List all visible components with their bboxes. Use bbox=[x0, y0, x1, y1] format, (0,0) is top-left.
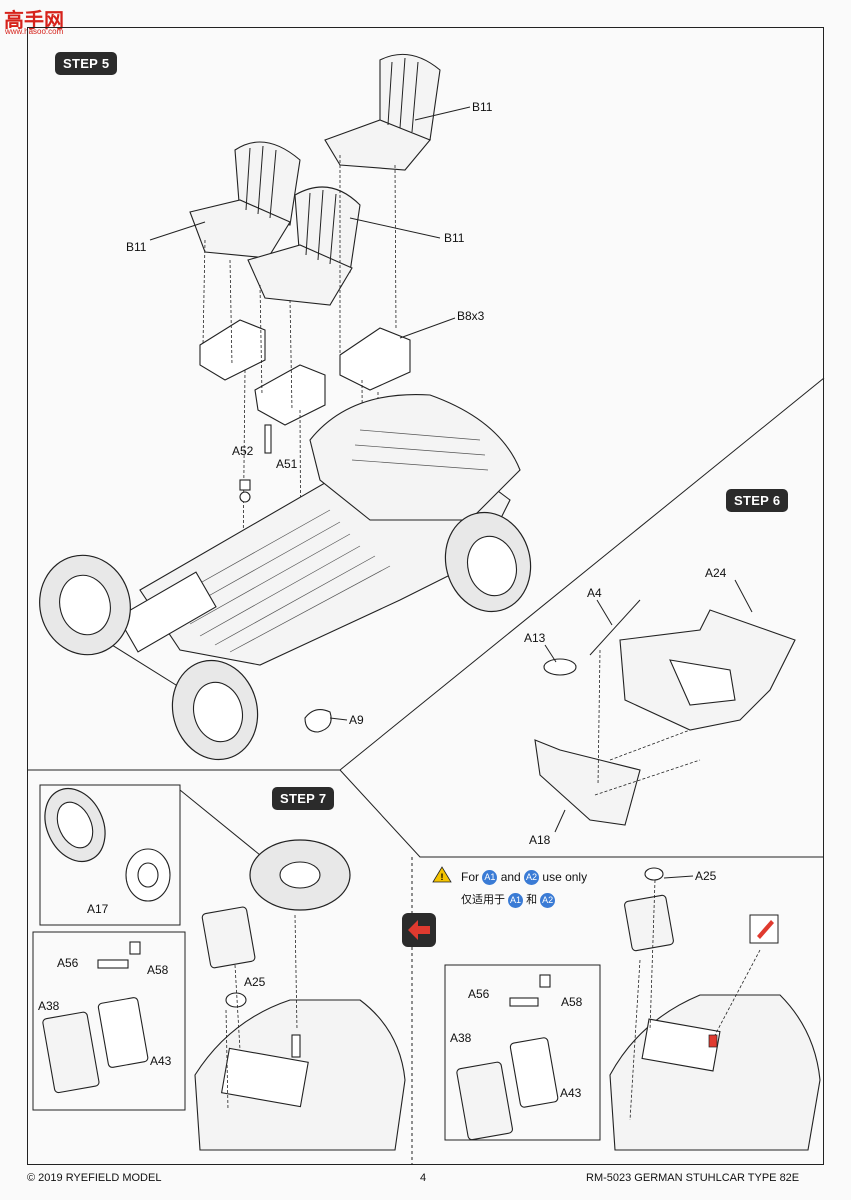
label-a4: A4 bbox=[587, 586, 602, 600]
svg-text:!: ! bbox=[441, 872, 444, 882]
footer-product: RM-5023 GERMAN STUHLCAR TYPE 82E bbox=[586, 1172, 800, 1184]
bracket-right bbox=[339, 327, 411, 391]
label-a24: A24 bbox=[705, 566, 727, 580]
step7-jerrycan-parts bbox=[42, 906, 256, 1094]
label-a38: A38 bbox=[38, 999, 60, 1013]
page-frame bbox=[27, 27, 824, 1165]
part-a9 bbox=[304, 709, 332, 733]
label-a52: A52 bbox=[232, 444, 254, 458]
divider-step6 bbox=[339, 769, 824, 858]
label-a9: A9 bbox=[349, 713, 364, 727]
chassis bbox=[79, 393, 521, 701]
label-b11-mid: B11 bbox=[444, 231, 465, 245]
parts-a52-a51 bbox=[239, 424, 272, 503]
seat-left bbox=[189, 141, 301, 259]
seat-middle bbox=[247, 186, 361, 306]
step5-badge: STEP 5 bbox=[55, 52, 118, 75]
option-note-prefix: For bbox=[461, 870, 479, 884]
option-cn-a1-badge: A1 bbox=[508, 892, 524, 908]
label-a43: A43 bbox=[150, 1054, 172, 1068]
option-note-cn-prefix: 仅适用于 bbox=[461, 894, 505, 906]
alt-parts bbox=[456, 867, 821, 1151]
watermark-url: www.hasoo.com bbox=[5, 27, 64, 36]
bracket-middle bbox=[254, 364, 326, 426]
option-cn-a2-badge: A2 bbox=[540, 892, 556, 908]
step7-wheel-inset bbox=[44, 787, 171, 902]
option-note-en: For A1 and A2 use only bbox=[461, 870, 588, 886]
bracket-left bbox=[199, 319, 266, 381]
step7-body bbox=[194, 914, 406, 1151]
label-b11-right: B11 bbox=[472, 100, 493, 114]
wheel-front-left bbox=[39, 554, 131, 656]
label-alt-a43: A43 bbox=[560, 1086, 582, 1100]
option-note-and: and bbox=[500, 870, 521, 884]
label-a56: A56 bbox=[57, 956, 79, 970]
label-a18: A18 bbox=[529, 833, 551, 847]
label-a58: A58 bbox=[147, 963, 169, 977]
wheel-rear bbox=[444, 511, 532, 613]
label-a25: A25 bbox=[244, 975, 266, 989]
option-note-cn: 仅适用于 A1 和 A2 bbox=[461, 891, 556, 908]
label-alt-a58: A58 bbox=[561, 995, 583, 1009]
step6-parts bbox=[534, 579, 796, 833]
seat-right bbox=[324, 53, 441, 171]
label-b11-left: B11 bbox=[126, 240, 147, 254]
label-a13: A13 bbox=[524, 631, 546, 645]
footer-page-number: 4 bbox=[420, 1172, 427, 1184]
step7-badge: STEP 7 bbox=[272, 787, 335, 810]
option-note-cn-and: 和 bbox=[526, 894, 538, 906]
option-a2-badge: A2 bbox=[524, 870, 540, 886]
wheel-front-right bbox=[171, 659, 259, 761]
step7-spare-wheel bbox=[249, 839, 351, 911]
watermark-logo: 高手网 bbox=[4, 10, 64, 32]
step6-badge: STEP 6 bbox=[726, 489, 789, 512]
inset-alt bbox=[444, 964, 601, 1141]
inset-jerrycan bbox=[32, 931, 186, 1111]
inset-tire bbox=[39, 784, 181, 926]
option-a1-badge: A1 bbox=[482, 870, 498, 886]
option-note-suffix: use only bbox=[542, 870, 588, 884]
label-a17: A17 bbox=[87, 902, 109, 916]
label-a51: A51 bbox=[276, 457, 298, 471]
footer-copyright: © 2019 RYEFIELD MODEL bbox=[27, 1172, 162, 1184]
label-alt-a56: A56 bbox=[468, 987, 490, 1001]
warning-icon bbox=[432, 866, 452, 883]
label-alt-a25: A25 bbox=[695, 869, 717, 883]
label-b8x3: B8x3 bbox=[457, 309, 485, 323]
label-alt-a38: A38 bbox=[450, 1031, 472, 1045]
